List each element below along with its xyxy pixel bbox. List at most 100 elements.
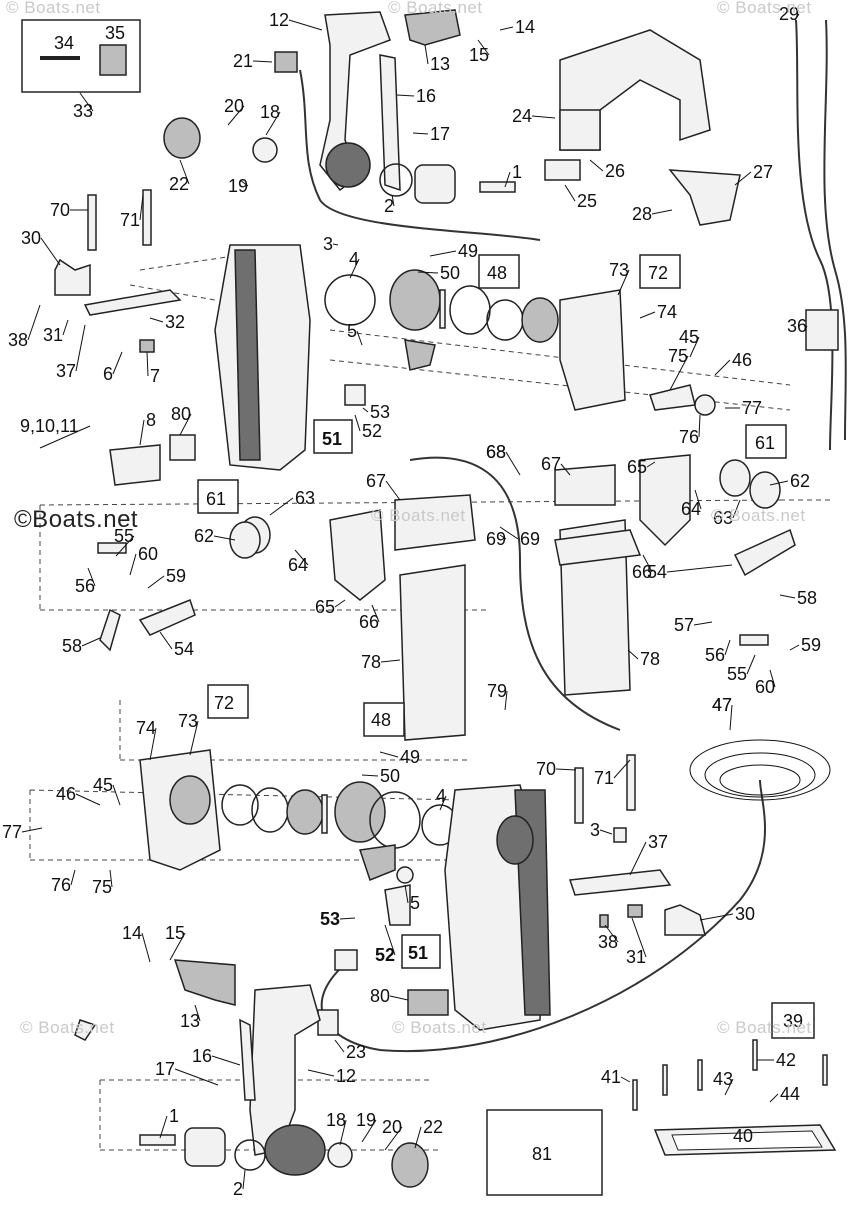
leader-line xyxy=(555,768,577,771)
leader-line xyxy=(139,194,144,221)
callout-1: 1 xyxy=(169,1106,179,1126)
leader-line xyxy=(789,644,800,651)
callout-33: 33 xyxy=(73,101,93,121)
leader-line xyxy=(642,554,653,573)
leader-line xyxy=(141,932,151,963)
callout-37: 37 xyxy=(648,832,668,852)
callout-46: 46 xyxy=(732,350,752,370)
callout-22: 22 xyxy=(423,1117,443,1137)
leader-line xyxy=(698,414,701,438)
callout-17: 17 xyxy=(430,124,450,144)
callout-7: 7 xyxy=(150,366,160,386)
callout-81: 81 xyxy=(532,1144,552,1164)
callout-70: 70 xyxy=(50,200,70,220)
callout-55: 55 xyxy=(114,526,134,546)
callout-63: 63 xyxy=(295,488,315,508)
callout-59: 59 xyxy=(801,635,821,655)
watermark: © Boats.net xyxy=(392,1018,487,1037)
callout-51: 51 xyxy=(408,943,428,963)
callout-13: 13 xyxy=(430,54,450,74)
callout-24: 24 xyxy=(512,106,532,126)
callout-46: 46 xyxy=(56,784,76,804)
callout-49: 49 xyxy=(400,747,420,767)
callout-45: 45 xyxy=(679,327,699,347)
callout-57: 57 xyxy=(674,615,694,635)
watermark: © Boats.net xyxy=(388,0,483,17)
upper-assembly xyxy=(87,9,741,251)
leader-line xyxy=(115,535,135,557)
callout-73: 73 xyxy=(609,260,629,280)
leader-line xyxy=(384,924,396,956)
leader-line xyxy=(339,1119,347,1146)
leader-line xyxy=(693,621,713,626)
leader-line xyxy=(75,793,101,806)
callout-20: 20 xyxy=(382,1117,402,1137)
callout-58: 58 xyxy=(62,636,82,656)
callout-42: 42 xyxy=(776,1050,796,1070)
callout-70: 70 xyxy=(536,759,556,779)
callout-16: 16 xyxy=(416,86,436,106)
watermark-marked: ©Boats.net xyxy=(14,506,139,533)
callout-3: 3 xyxy=(323,234,333,254)
callout-50: 50 xyxy=(380,766,400,786)
leader-line xyxy=(112,784,121,806)
leader-line xyxy=(620,1076,631,1083)
callout-56: 56 xyxy=(75,576,95,596)
callout-65: 65 xyxy=(627,457,647,477)
leader-line xyxy=(211,1055,241,1066)
leader-line xyxy=(746,654,756,675)
callout-53: 53 xyxy=(370,402,390,422)
leader-line xyxy=(21,827,43,833)
leader-line xyxy=(149,317,164,323)
leader-line xyxy=(361,1119,377,1143)
callout-17: 17 xyxy=(155,1059,175,1079)
leader-line xyxy=(627,649,639,660)
leader-lines xyxy=(21,13,808,1190)
leader-line xyxy=(307,1069,335,1077)
callout-71: 71 xyxy=(594,768,614,788)
watermark: © Boats.net xyxy=(20,1018,115,1037)
leader-line xyxy=(396,94,415,97)
mounting-hardware-kit xyxy=(632,1039,837,1156)
watermark: © Boats.net xyxy=(6,0,101,17)
leader-line xyxy=(147,575,165,589)
leader-line xyxy=(429,250,457,257)
leader-line xyxy=(499,526,519,540)
leader-line xyxy=(159,631,173,650)
callout-26: 26 xyxy=(605,161,625,181)
callout-38: 38 xyxy=(8,330,28,350)
leader-line xyxy=(129,553,137,576)
leader-line xyxy=(242,1169,246,1190)
leader-line xyxy=(646,461,656,468)
callout-61: 61 xyxy=(755,433,775,453)
leader-line xyxy=(729,704,733,731)
callout-48: 48 xyxy=(371,710,391,730)
leader-line xyxy=(560,463,571,476)
callout-73: 73 xyxy=(178,711,198,731)
callout-72: 72 xyxy=(214,693,234,713)
callout-6: 6 xyxy=(103,364,113,384)
leader-line xyxy=(169,932,186,961)
leader-line xyxy=(669,355,689,391)
leader-line xyxy=(769,480,789,486)
callout-19: 19 xyxy=(356,1110,376,1130)
callout-31: 31 xyxy=(626,947,646,967)
callout-78: 78 xyxy=(640,649,660,669)
callout-54: 54 xyxy=(174,639,194,659)
callout-75: 75 xyxy=(668,346,688,366)
callout-14: 14 xyxy=(515,17,535,37)
leader-line xyxy=(79,92,94,112)
leader-line xyxy=(356,330,363,346)
leader-line xyxy=(87,567,96,587)
leader-line xyxy=(666,564,733,573)
callout-3: 3 xyxy=(590,820,600,840)
leader-line xyxy=(804,325,808,331)
callout-63: 63 xyxy=(713,508,733,528)
leader-line xyxy=(714,359,731,376)
leader-line xyxy=(239,179,249,187)
callout-4: 4 xyxy=(349,249,359,269)
leader-line xyxy=(252,60,273,63)
callout-16: 16 xyxy=(192,1046,212,1066)
callout-43: 43 xyxy=(713,1069,733,1089)
callout-48: 48 xyxy=(487,263,507,283)
